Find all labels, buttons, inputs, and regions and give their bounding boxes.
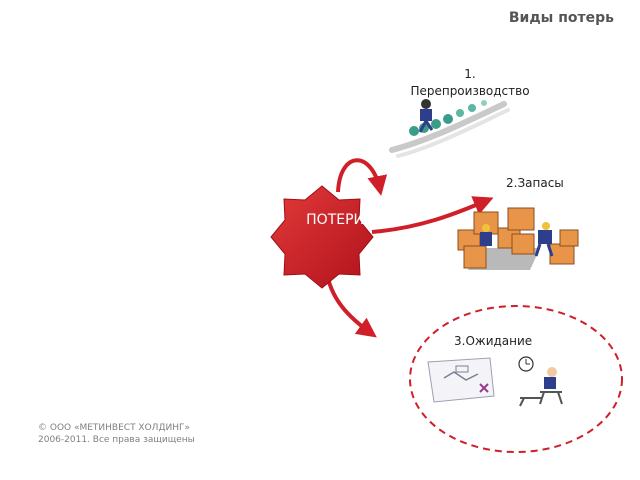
- inventory-label: 2.Запасы: [506, 176, 564, 190]
- waiting-label: 3.Ожидание: [454, 334, 533, 348]
- overproduction-conveyor-icon: [389, 99, 510, 158]
- arrow-to-overproduction: [336, 158, 388, 196]
- losses-label: ПОТЕРИ: [306, 212, 364, 228]
- overproduction-label: 1. Перепроизводство: [410, 67, 530, 98]
- copyright-notice: © ООО «МЕТИНВЕСТ ХОЛДИНГ» 2006-2011. Все…: [38, 423, 195, 445]
- slide-title: Виды потерь: [508, 10, 614, 26]
- arrow-to-stock: [371, 196, 494, 234]
- inventory-boxes-icon: [457, 207, 579, 270]
- waiting-person-icon: [427, 356, 563, 407]
- losses-star-shape: [270, 185, 374, 289]
- waiting-highlight-ring: [409, 305, 623, 453]
